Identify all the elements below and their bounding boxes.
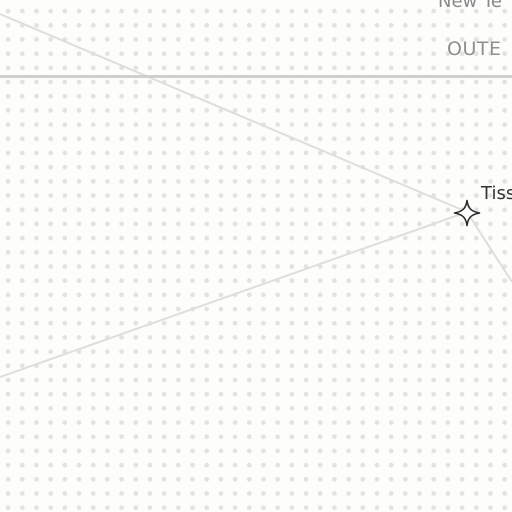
- section-divider: [0, 75, 512, 78]
- section-title: OUTE: [447, 38, 502, 60]
- section-header: [0, 0, 512, 76]
- top-item-label[interactable]: New Te: [438, 0, 502, 12]
- node-label[interactable]: Tiss: [481, 183, 512, 204]
- sparkle-star-icon[interactable]: [453, 199, 481, 227]
- connection-line-left: [0, 211, 468, 378]
- connection-line-right: [466, 211, 512, 283]
- connection-line-top: [0, 13, 468, 213]
